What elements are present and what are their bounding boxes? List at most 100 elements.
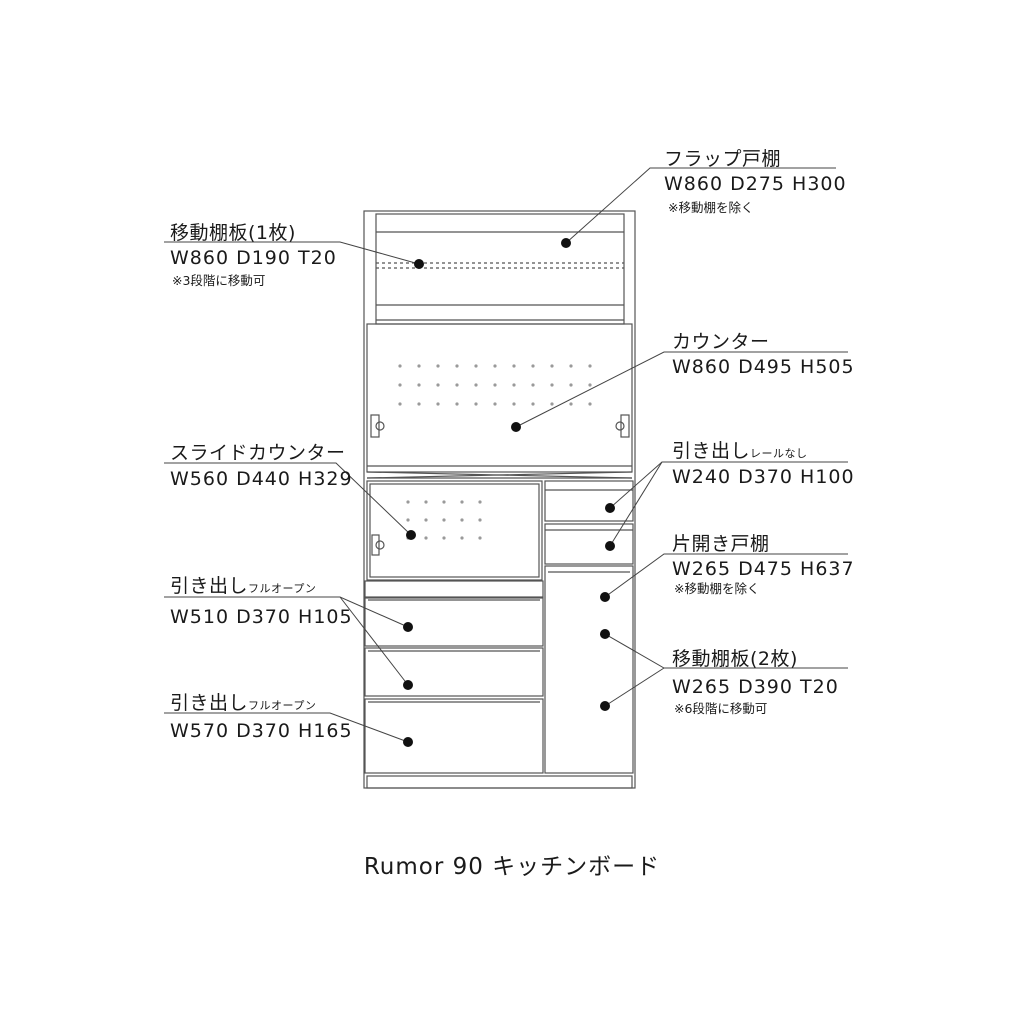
drawer510-title-main: 引き出し: [170, 575, 249, 597]
perforation-dot: [512, 402, 516, 406]
drawer510-title: 引き出しフルオープン: [170, 577, 316, 596]
perforation-dot: [424, 518, 428, 522]
perforation-dot: [478, 500, 482, 504]
counter-dims: W860 D495 H505: [672, 356, 855, 378]
perforation-dot: [436, 383, 440, 387]
perforation-dot: [455, 383, 459, 387]
perforation-dot: [550, 383, 554, 387]
counter-section: [366, 323, 633, 473]
perforation-dot: [406, 518, 410, 522]
drawer-small-subtitle: レールなし: [750, 447, 808, 460]
marker-slide: [406, 530, 416, 540]
marker-drawer570: [403, 737, 413, 747]
perforation-dot: [493, 364, 497, 368]
flap-title: フラップ戸棚: [664, 148, 782, 170]
perforation-dot: [442, 536, 446, 540]
perforation-dot: [424, 536, 428, 540]
hinge-icon: [371, 534, 380, 556]
perforation-dot: [417, 402, 421, 406]
plinth: [366, 775, 633, 789]
perforation-dot: [550, 402, 554, 406]
marker-flap: [561, 238, 571, 248]
drawer-570: [364, 698, 544, 774]
shelf1-title: 移動棚板(1枚): [170, 222, 296, 244]
perforation-dot: [531, 364, 535, 368]
perforation-dot: [588, 383, 592, 387]
drawer570-dims: W570 D370 H165: [170, 720, 353, 742]
marker-door: [600, 592, 610, 602]
drawer570-title-main: 引き出し: [170, 692, 249, 714]
drawer-small-title: 引き出しレールなし: [672, 442, 808, 461]
marker-small-drawer-a: [605, 503, 615, 513]
perforation-dot: [493, 402, 497, 406]
slide-title: スライドカウンター: [170, 442, 346, 464]
perforation-dot: [569, 402, 573, 406]
perforation-dot: [398, 383, 402, 387]
drawer-small-title-main: 引き出し: [672, 440, 751, 462]
perforation-dot: [442, 500, 446, 504]
marker-drawer510-b: [403, 680, 413, 690]
perforation-dot: [460, 536, 464, 540]
perforation-dot: [442, 518, 446, 522]
flap-note: ※移動棚を除く: [668, 200, 754, 215]
flap-dims: W860 D275 H300: [664, 173, 847, 195]
slide-counter: [366, 480, 543, 581]
perforation-dot: [550, 364, 554, 368]
drawer-510-a: [364, 597, 544, 647]
perforation-dot: [512, 364, 516, 368]
perforation-dot: [478, 536, 482, 540]
perforation-dot: [460, 500, 464, 504]
hinge-icon: [620, 414, 630, 438]
perforation-dot: [512, 383, 516, 387]
perforation-dot: [417, 364, 421, 368]
perforation-dot: [531, 383, 535, 387]
shelf1-note: ※3段階に移動可: [172, 273, 266, 288]
flap-cabinet: [375, 213, 625, 325]
counter-title: カウンター: [672, 331, 770, 353]
drawer510-dims: W510 D370 H105: [170, 606, 353, 628]
perforation-dot: [474, 364, 478, 368]
perforation-dot: [398, 402, 402, 406]
perforation-dot: [531, 402, 535, 406]
drawer510-subtitle: フルオープン: [248, 582, 317, 595]
drawer570-title: 引き出しフルオープン: [170, 694, 316, 713]
slide-perforation: [406, 500, 482, 540]
hinge-icon: [370, 414, 380, 438]
perforation-dot: [569, 383, 573, 387]
drawer-510-b: [364, 647, 544, 697]
perforation-dot: [588, 364, 592, 368]
drawer570-subtitle: フルオープン: [248, 699, 317, 712]
shelf1-dims: W860 D190 T20: [170, 247, 337, 269]
shelf2-title: 移動棚板(2枚): [672, 648, 798, 670]
slide-dims: W560 D440 H329: [170, 468, 353, 490]
marker-small-drawer-b: [605, 541, 615, 551]
drawer-small-dims: W240 D370 H100: [672, 466, 855, 488]
door-dims: W265 D475 H637: [672, 558, 855, 580]
perforation-dot: [417, 383, 421, 387]
perforation-dot: [588, 402, 592, 406]
perforation-dot: [424, 500, 428, 504]
perforation-dot: [455, 402, 459, 406]
marker-shelf1: [414, 259, 424, 269]
marker-counter: [511, 422, 521, 432]
product-caption: Rumor 90 キッチンボード: [363, 854, 661, 880]
perforation-dot: [474, 383, 478, 387]
perforation-dot: [493, 383, 497, 387]
perforation-dot: [455, 364, 459, 368]
perforation-dot: [569, 364, 573, 368]
perforation-dot: [406, 500, 410, 504]
perforation-dot: [436, 364, 440, 368]
perforation-dot: [436, 402, 440, 406]
counter-perforation: [398, 364, 592, 406]
shelf2-dims: W265 D390 T20: [672, 676, 839, 698]
door-note: ※移動棚を除く: [674, 581, 760, 596]
marker-shelf2-b: [600, 701, 610, 711]
door-cabinet: [544, 565, 634, 774]
shelf2-note: ※6段階に移動可: [674, 701, 768, 716]
marker-drawer510-a: [403, 622, 413, 632]
small-drawer-b: [544, 523, 634, 565]
door-title: 片開き戸棚: [672, 533, 770, 555]
small-drawer-a: [544, 480, 634, 522]
perforation-dot: [478, 518, 482, 522]
